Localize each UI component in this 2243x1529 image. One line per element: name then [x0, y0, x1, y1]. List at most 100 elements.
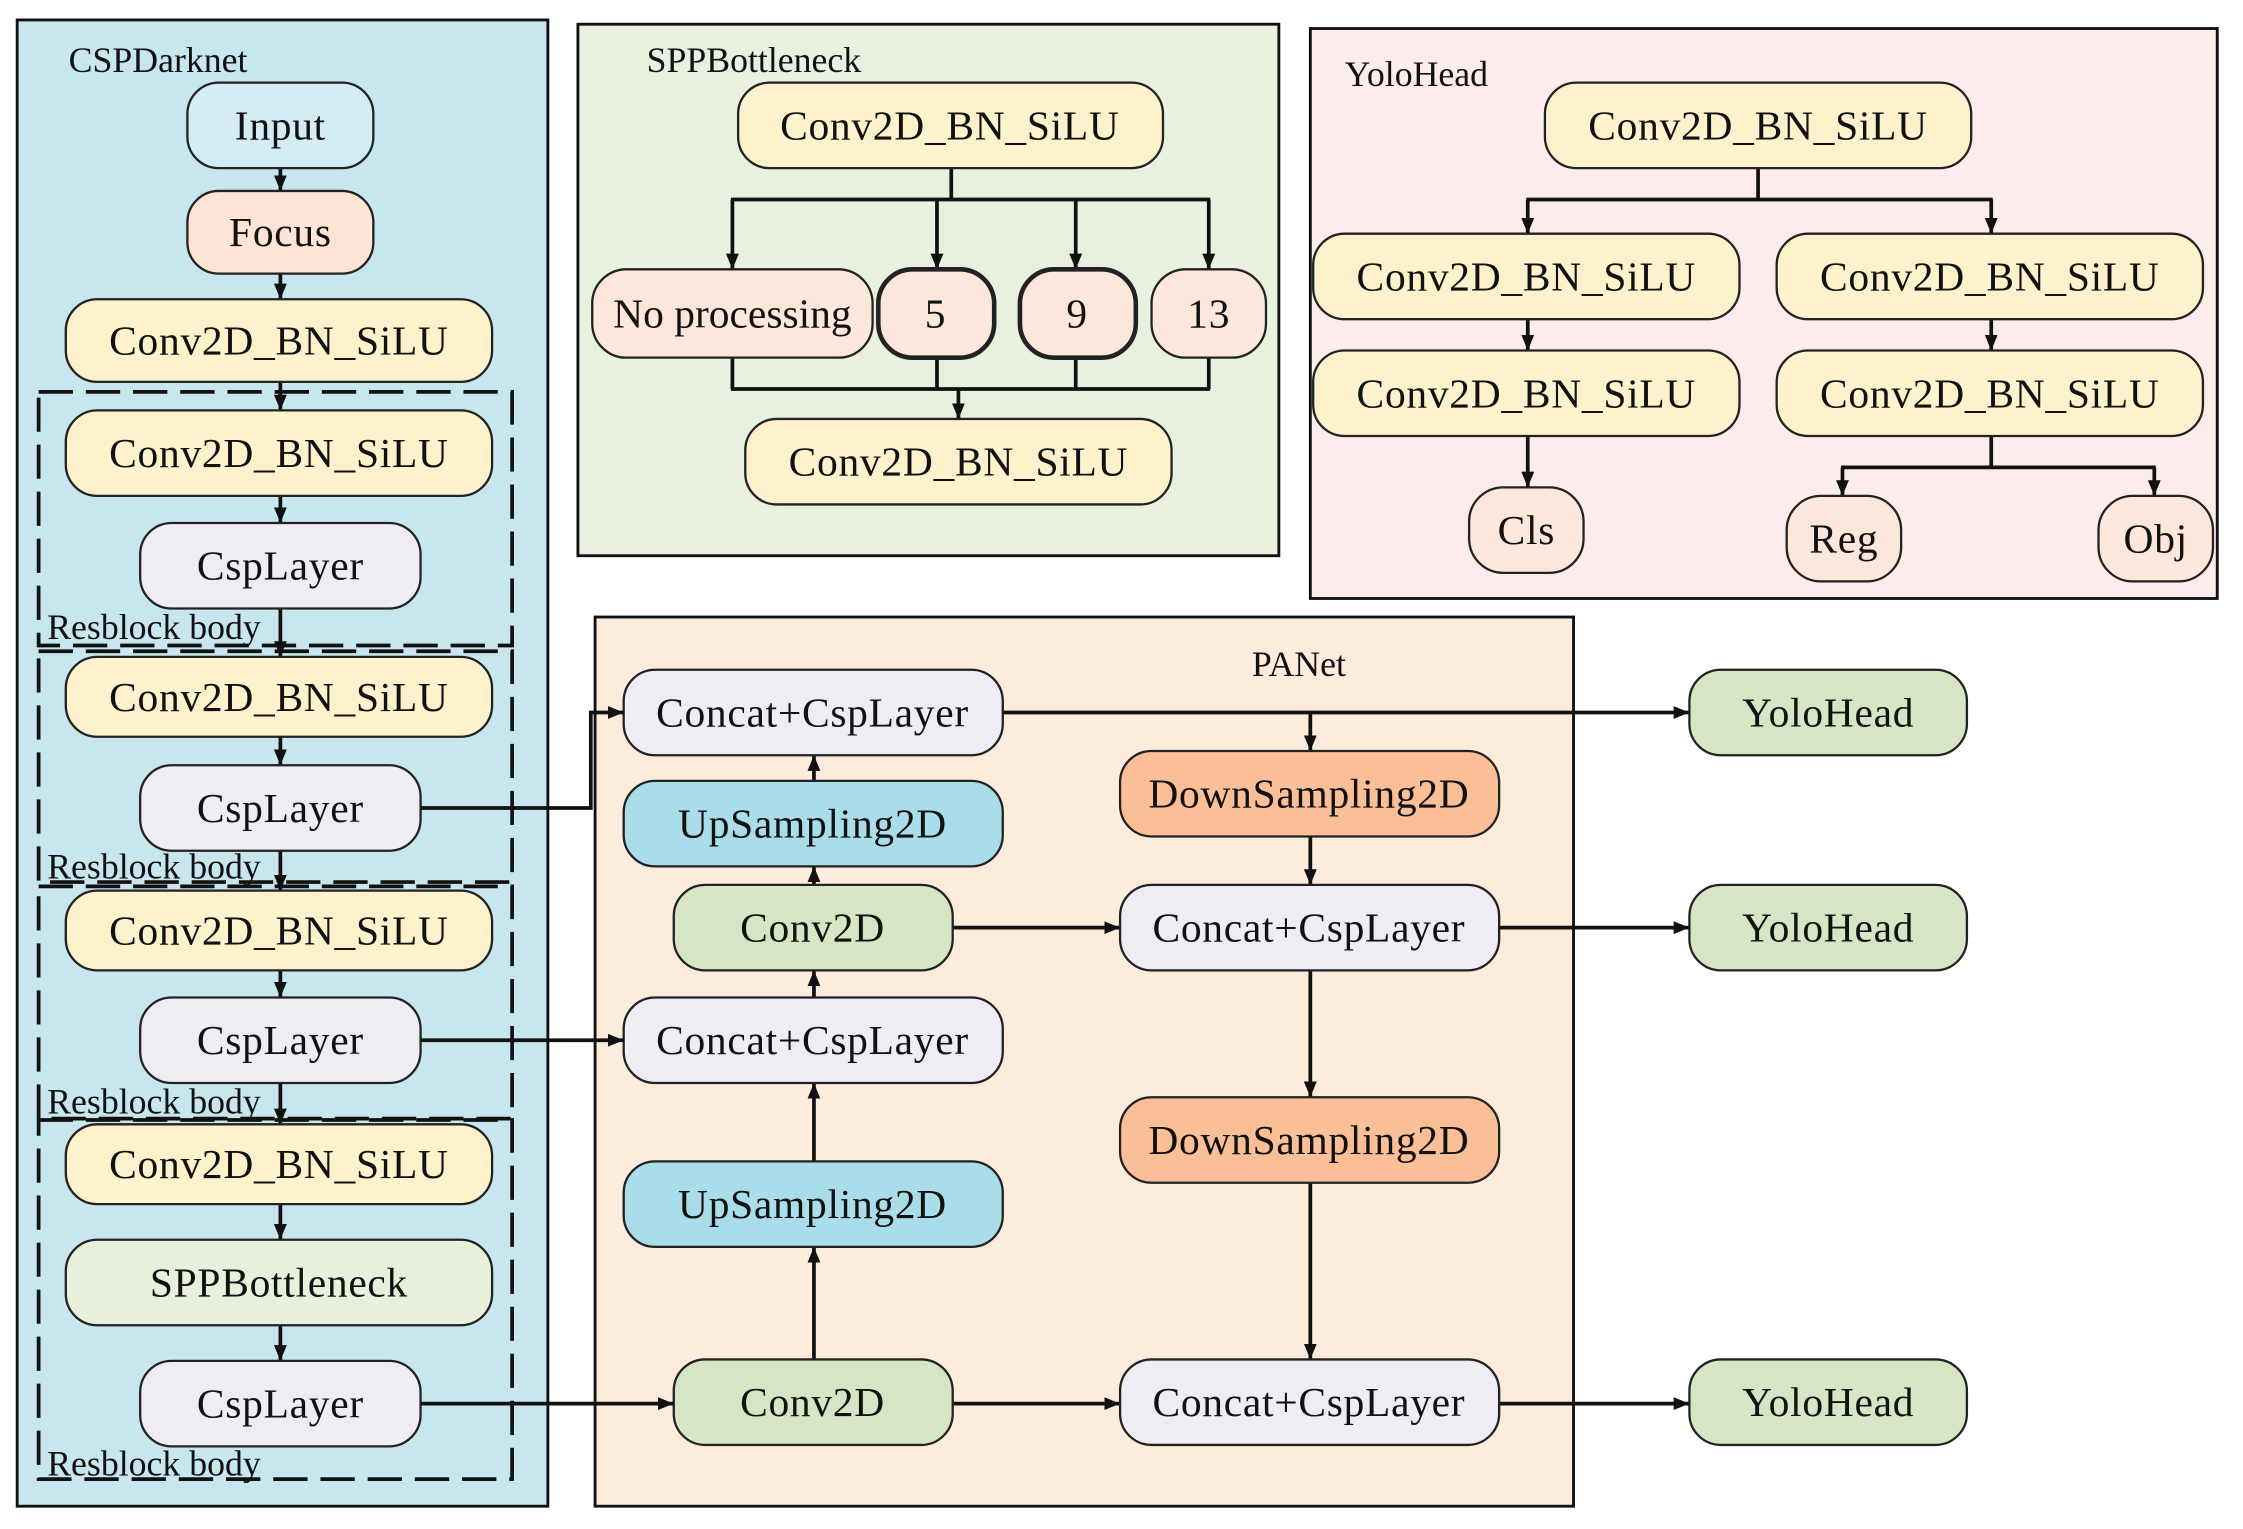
resblock-2-conv-shape [64, 655, 494, 738]
resblock-3-conv-shape [64, 889, 494, 972]
stem-conv-block: Conv2D_BN_SiLU [64, 298, 494, 384]
reg-branch-conv-2: Conv2D_BN_SiLU [1775, 349, 2205, 438]
resblock-3-conv-block: Conv2D_BN_SiLU [64, 889, 494, 972]
resblock-4-csp-label: CspLayer [197, 1381, 364, 1427]
arrow-resblock-2-to-panet-concat-top [420, 706, 624, 810]
cspdarknet-section: Resblock body Resblock body Resblock bod… [36, 81, 514, 1483]
resblock-3-csp-label: CspLayer [197, 1017, 364, 1063]
resblock-4-csp-block: CspLayer [139, 1359, 422, 1448]
spp-output-conv-block: Conv2D_BN_SiLU [744, 417, 1173, 506]
reg-output: Reg [1785, 494, 1903, 583]
spp-input-conv-shape [736, 81, 1165, 170]
yolohead-outputs: YoloHead YoloHead YoloHead [1688, 668, 1969, 1447]
focus-block-label: Focus [229, 209, 332, 255]
panet-concat-bottom-label: Concat+CspLayer [1152, 1379, 1465, 1425]
spp-branch-pool-5-label: 5 [925, 291, 946, 337]
panet-concat-mid-right-shape [1118, 883, 1501, 972]
resblock-2-csp-label: CspLayer [197, 785, 364, 831]
focus-block: Focus [186, 189, 375, 275]
cls-output-shape [1467, 486, 1585, 574]
resblock-3-label: Resblock body [47, 1082, 261, 1122]
input-block: Input [186, 81, 375, 170]
yolohead-output-2-shape [1688, 883, 1969, 972]
panet-conv-mid-shape [672, 883, 954, 972]
resblock-1-conv-label: Conv2D_BN_SiLU [109, 430, 449, 476]
reg-branch-conv-1-shape [1775, 232, 2205, 321]
stem-conv-block-shape [64, 298, 494, 384]
panet-title: PANet [1252, 644, 1346, 684]
panet-concat-mid-left: Concat+CspLayer [622, 996, 1004, 1085]
panet-conv-bottom-label: Conv2D [740, 1379, 885, 1425]
cls-branch-conv-1-label: Conv2D_BN_SiLU [1357, 253, 1697, 299]
panet-concat-mid-right: Concat+CspLayer [1118, 883, 1501, 972]
resblock-1-csp-label: CspLayer [197, 543, 364, 589]
panet-section: Concat+CspLayer UpSampling2D Conv2D Conc… [622, 668, 1690, 1447]
cls-output-label: Cls [1498, 507, 1555, 553]
panet-downsample-bottom-shape [1118, 1096, 1501, 1184]
panet-concat-mid-left-label: Concat+CspLayer [656, 1017, 969, 1063]
panet-conv-bottom: Conv2D [672, 1358, 954, 1447]
resblock-4-conv-label: Conv2D_BN_SiLU [109, 1141, 449, 1187]
resblock-2-conv-label: Conv2D_BN_SiLU [109, 674, 449, 720]
resblock-1-conv-block: Conv2D_BN_SiLU [64, 409, 494, 498]
resblock-4-label: Resblock body [47, 1443, 261, 1483]
head-stem-conv-label: Conv2D_BN_SiLU [1588, 102, 1928, 148]
spp-branch-pool-13-label: 13 [1187, 291, 1230, 337]
obj-output-label: Obj [2124, 516, 2188, 562]
resblock-3-conv-label: Conv2D_BN_SiLU [109, 908, 449, 954]
spp-branch-pool-9: 9 [1017, 267, 1139, 360]
stem-conv-block-label: Conv2D_BN_SiLU [109, 318, 449, 364]
resblock-3-csp-block: CspLayer [139, 996, 422, 1085]
panet-downsample-bottom-label: DownSampling2D [1148, 1117, 1469, 1163]
panet-upsample-bottom-shape [622, 1160, 1004, 1248]
spp-input-conv-label: Conv2D_BN_SiLU [780, 102, 1120, 148]
spp-branch-no-processing: No processing [591, 268, 874, 359]
reg-branch-conv-2-shape [1775, 349, 2205, 438]
spp-bottleneck-title: SPPBottleneck [647, 40, 862, 80]
resblock-2-label: Resblock body [47, 846, 261, 886]
yolohead-title: YoloHead [1345, 54, 1489, 94]
reg-output-shape [1785, 494, 1903, 583]
panet-downsample-top: DownSampling2D [1118, 749, 1501, 838]
head-stem-conv-shape [1543, 81, 1973, 170]
panet-upsample-top: UpSampling2D [622, 779, 1004, 868]
head-stem-conv-block: Conv2D_BN_SiLU [1543, 81, 1973, 170]
panet-concat-mid-right-label: Concat+CspLayer [1152, 905, 1465, 951]
cls-branch-conv-2-label: Conv2D_BN_SiLU [1357, 370, 1697, 416]
resblock-4-spp-shape [64, 1238, 494, 1327]
yolohead-output-3: YoloHead [1688, 1358, 1969, 1447]
spp-branch-pool-5: 5 [876, 267, 997, 360]
panet-downsample-top-shape [1118, 749, 1501, 838]
yolohead-output-1-shape [1688, 668, 1969, 757]
reg-output-label: Reg [1809, 516, 1878, 562]
resblock-4-spp-block: SPPBottleneck [64, 1238, 494, 1327]
panet-upsample-top-shape [622, 779, 1004, 868]
reg-branch-conv-1-label: Conv2D_BN_SiLU [1820, 253, 2160, 299]
yolohead-output-3-label: YoloHead [1742, 1379, 1914, 1425]
input-block-label: Input [235, 102, 326, 148]
panet-downsample-top-label: DownSampling2D [1148, 771, 1469, 817]
panet-concat-bottom-shape [1118, 1358, 1501, 1447]
panet-upsample-top-label: UpSampling2D [678, 801, 947, 847]
panet-conv-mid: Conv2D [672, 883, 954, 972]
spp-branch-no-processing-label: No processing [613, 291, 851, 337]
cls-branch-conv-2: Conv2D_BN_SiLU [1312, 349, 1741, 438]
cls-branch-conv-1-shape [1312, 232, 1741, 321]
spp-branch-pool-13: 13 [1150, 268, 1268, 359]
spp-branch-pool-9-shape [1017, 267, 1139, 360]
panet-downsample-bottom: DownSampling2D [1118, 1096, 1501, 1184]
spp-bottleneck-section: Conv2D_BN_SiLU No processing 5 9 13 Conv… [591, 81, 1268, 506]
resblock-4-conv-block: Conv2D_BN_SiLU [64, 1123, 494, 1206]
spp-output-conv-label: Conv2D_BN_SiLU [789, 439, 1129, 485]
panet-concat-top-label: Concat+CspLayer [656, 690, 969, 736]
resblock-1-label: Resblock body [47, 607, 261, 647]
cls-output: Cls [1467, 486, 1585, 574]
reg-branch-conv-2-label: Conv2D_BN_SiLU [1820, 370, 2160, 416]
spp-branch-pool-9-label: 9 [1066, 291, 1087, 337]
yolohead-section: Conv2D_BN_SiLU Conv2D_BN_SiLU Conv2D_BN_… [1312, 81, 2215, 583]
resblock-2-csp-block: CspLayer [139, 764, 422, 852]
spp-output-conv-shape [744, 417, 1173, 506]
resblock-4-conv-shape [64, 1123, 494, 1206]
yolohead-output-2-label: YoloHead [1742, 905, 1914, 951]
